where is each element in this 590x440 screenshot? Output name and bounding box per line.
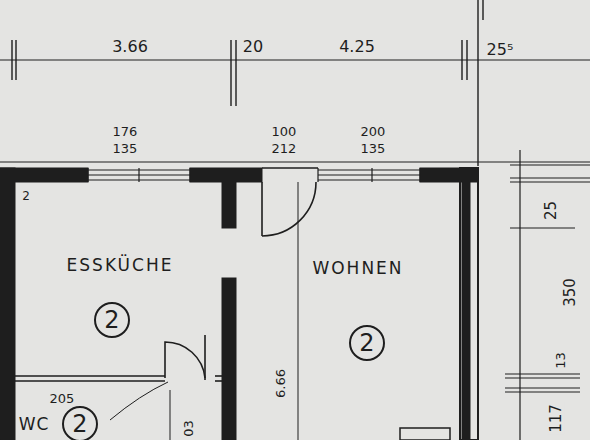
- wall: [0, 168, 478, 440]
- room-number: 2: [359, 331, 374, 355]
- dimension-label: 4.25: [337, 38, 377, 56]
- dimension-label: 13: [552, 350, 567, 371]
- room-number-label: 2: [20, 189, 32, 203]
- room-number: 2: [72, 412, 87, 436]
- dimension-line: [0, 59, 590, 60]
- dimension-label: 03: [180, 418, 195, 439]
- dimension-label: 100: [270, 124, 299, 139]
- room-name-label: WOHNEN: [310, 259, 405, 278]
- dimension-label: 25: [544, 198, 561, 221]
- room-name-label: WC: [17, 415, 52, 434]
- dimension-ticks: [12, 0, 483, 166]
- room-number-circle: 2: [94, 302, 130, 338]
- room-number-circle: 2: [349, 325, 385, 361]
- dimension-label: 176: [111, 124, 140, 139]
- room-number: 2: [104, 308, 119, 332]
- room-number-circle: 2: [62, 406, 98, 440]
- dimension-label: 350: [561, 276, 578, 309]
- room-name-label: ESSKÜCHE: [65, 256, 176, 275]
- dimension-label: 25⁵: [485, 41, 516, 59]
- dimension-label: 3.66: [110, 38, 150, 56]
- door-swing: [262, 168, 318, 440]
- dimension-label: 135: [111, 141, 140, 156]
- dimension-label: 117: [547, 402, 564, 435]
- dimension-line: [0, 162, 590, 163]
- dimension-label: 205: [48, 391, 77, 406]
- dimension-label: 6.66: [272, 367, 287, 400]
- dimension-label: 200: [359, 124, 388, 139]
- dimension-label: 212: [270, 141, 299, 156]
- wc-wall: [15, 335, 222, 440]
- window: [88, 168, 420, 182]
- dimension-line: [400, 150, 590, 440]
- dimension-label: 20: [241, 38, 265, 56]
- dimension-label: 135: [359, 141, 388, 156]
